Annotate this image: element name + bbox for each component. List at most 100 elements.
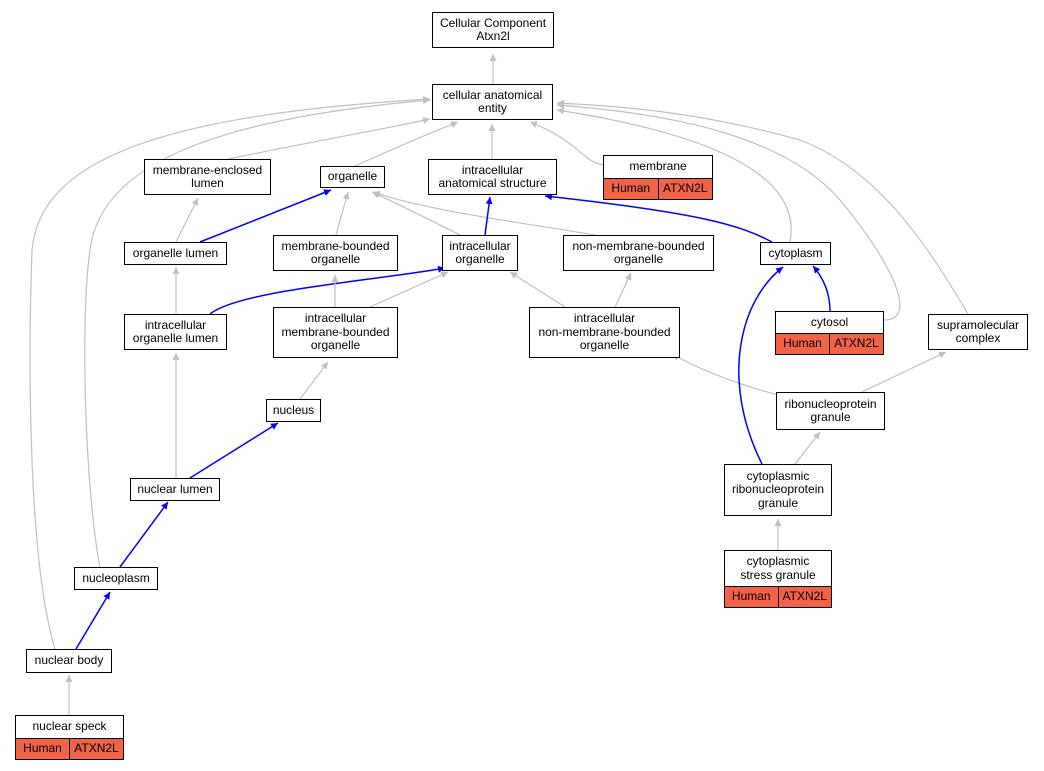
node-label-line: lumen — [191, 176, 224, 190]
node-label-line: complex — [955, 331, 1001, 345]
node-organelle[interactable]: organelle — [320, 166, 385, 188]
edge-cyto-to-cae — [556, 107, 792, 243]
node-label-line: organelle — [310, 338, 361, 353]
node-label-line: intracellular — [304, 311, 367, 326]
node-cytoplasm[interactable]: cytoplasm — [760, 242, 831, 265]
edge-nlumen-to-nucleus — [189, 422, 279, 479]
node-label-line: anatomical structure — [438, 176, 547, 190]
node-label-line: intracellular — [461, 162, 524, 177]
gene-cell: ATXN2L — [657, 179, 712, 199]
edge-nbody-to-cae — [29, 95, 431, 650]
node-label-line: intracellular — [449, 238, 511, 253]
node-label-line: intracellular — [144, 317, 207, 332]
edge-cyto-to-ias — [544, 193, 773, 243]
edge-orgl-to-org — [199, 189, 332, 243]
species-cell: Human — [725, 587, 778, 607]
edge-mbo-to-org — [335, 191, 350, 236]
edge-iol-to-io — [209, 265, 446, 315]
edge-inmbo-to-io — [509, 271, 566, 308]
node-label-line: nuclear body — [34, 653, 104, 668]
edge-mem-to-cae — [529, 121, 604, 166]
node-organelle-lumen[interactable]: organelle lumen — [124, 242, 227, 265]
node-label-line: nucleoplasm — [82, 570, 150, 585]
edge-rnp-to-inmbo — [671, 353, 779, 396]
node-label-line: entity — [478, 101, 507, 115]
node-label-line: organelle — [455, 252, 505, 266]
node-label-line: membrane-bounded — [281, 238, 390, 253]
species-cell: Human — [604, 179, 658, 199]
edge-imbo-to-io — [369, 271, 449, 308]
edge-nucleus-to-imbo — [299, 361, 329, 400]
node-label-line: cytoplasm — [768, 245, 823, 260]
node-label-line: non-membrane-bounded — [538, 324, 671, 339]
edge-cytosol-to-cae — [556, 102, 901, 321]
node-label-line: ribonucleoprotein — [731, 482, 825, 497]
edge-io-to-org — [371, 191, 461, 236]
node-label-line: organelle — [310, 252, 361, 266]
node-label-line: membrane-enclosed — [152, 162, 263, 177]
node-nuclear-body[interactable]: nuclear body — [26, 649, 112, 673]
node-nucleus[interactable]: nucleus — [266, 399, 321, 422]
edge-cytosol-to-cyto — [812, 265, 831, 312]
node-label-line: stress granule — [740, 567, 816, 582]
node-label-line: organelle lumen — [132, 245, 219, 260]
node-label-line: ribonucleoprotein — [784, 396, 877, 411]
edge-rnp-to-supra — [861, 351, 947, 393]
node-label-line: nuclear speck — [32, 719, 107, 734]
node-label-line: Cellular Component — [439, 15, 547, 30]
node-label-line: supramolecular — [936, 317, 1020, 332]
edge-nmbo-to-org — [372, 191, 601, 237]
edge-mel-to-cae — [227, 117, 431, 160]
node-nucleoplasm[interactable]: nucleoplasm — [74, 567, 158, 590]
edge-org-to-cae — [354, 121, 459, 167]
node-label-line: cytoplasmic — [746, 468, 810, 483]
node-label-line: Atxn2l — [476, 29, 510, 43]
species-cell: Human — [16, 739, 69, 759]
species-cell: Human — [776, 334, 829, 354]
edge-supra-to-cae — [556, 99, 969, 315]
node-label-line: membrane-bounded — [281, 324, 390, 339]
node-label-line: granule — [810, 410, 851, 424]
gene-cell: ATXN2L — [777, 587, 831, 607]
edge-nbody-to-nplasm — [75, 591, 111, 650]
edge-crnp-to-cyto — [738, 266, 784, 465]
node-label-line: organelle — [613, 252, 664, 266]
gene-cell: ATXN2L — [69, 739, 123, 759]
edge-nplasm-to-nlumen — [119, 501, 169, 568]
node-label-line: membrane — [629, 159, 687, 174]
node-label-line: non-membrane-bounded — [572, 238, 705, 253]
edge-io-to-ias — [484, 196, 493, 236]
node-label-line: cellular anatomical — [442, 87, 543, 102]
edge-crnp-to-rnp — [794, 431, 821, 465]
node-label-line: organelle — [327, 169, 378, 184]
edge-orgl-to-mel — [175, 197, 199, 243]
node-label-line: intracellular — [573, 311, 636, 326]
node-nuclear-lumen[interactable]: nuclear lumen — [130, 478, 220, 501]
node-label-line: organelle lumen — [132, 331, 219, 345]
node-label-line: nuclear lumen — [137, 481, 213, 496]
edge-nplasm-to-cae — [84, 97, 431, 568]
node-label-line: nucleus — [272, 402, 315, 417]
